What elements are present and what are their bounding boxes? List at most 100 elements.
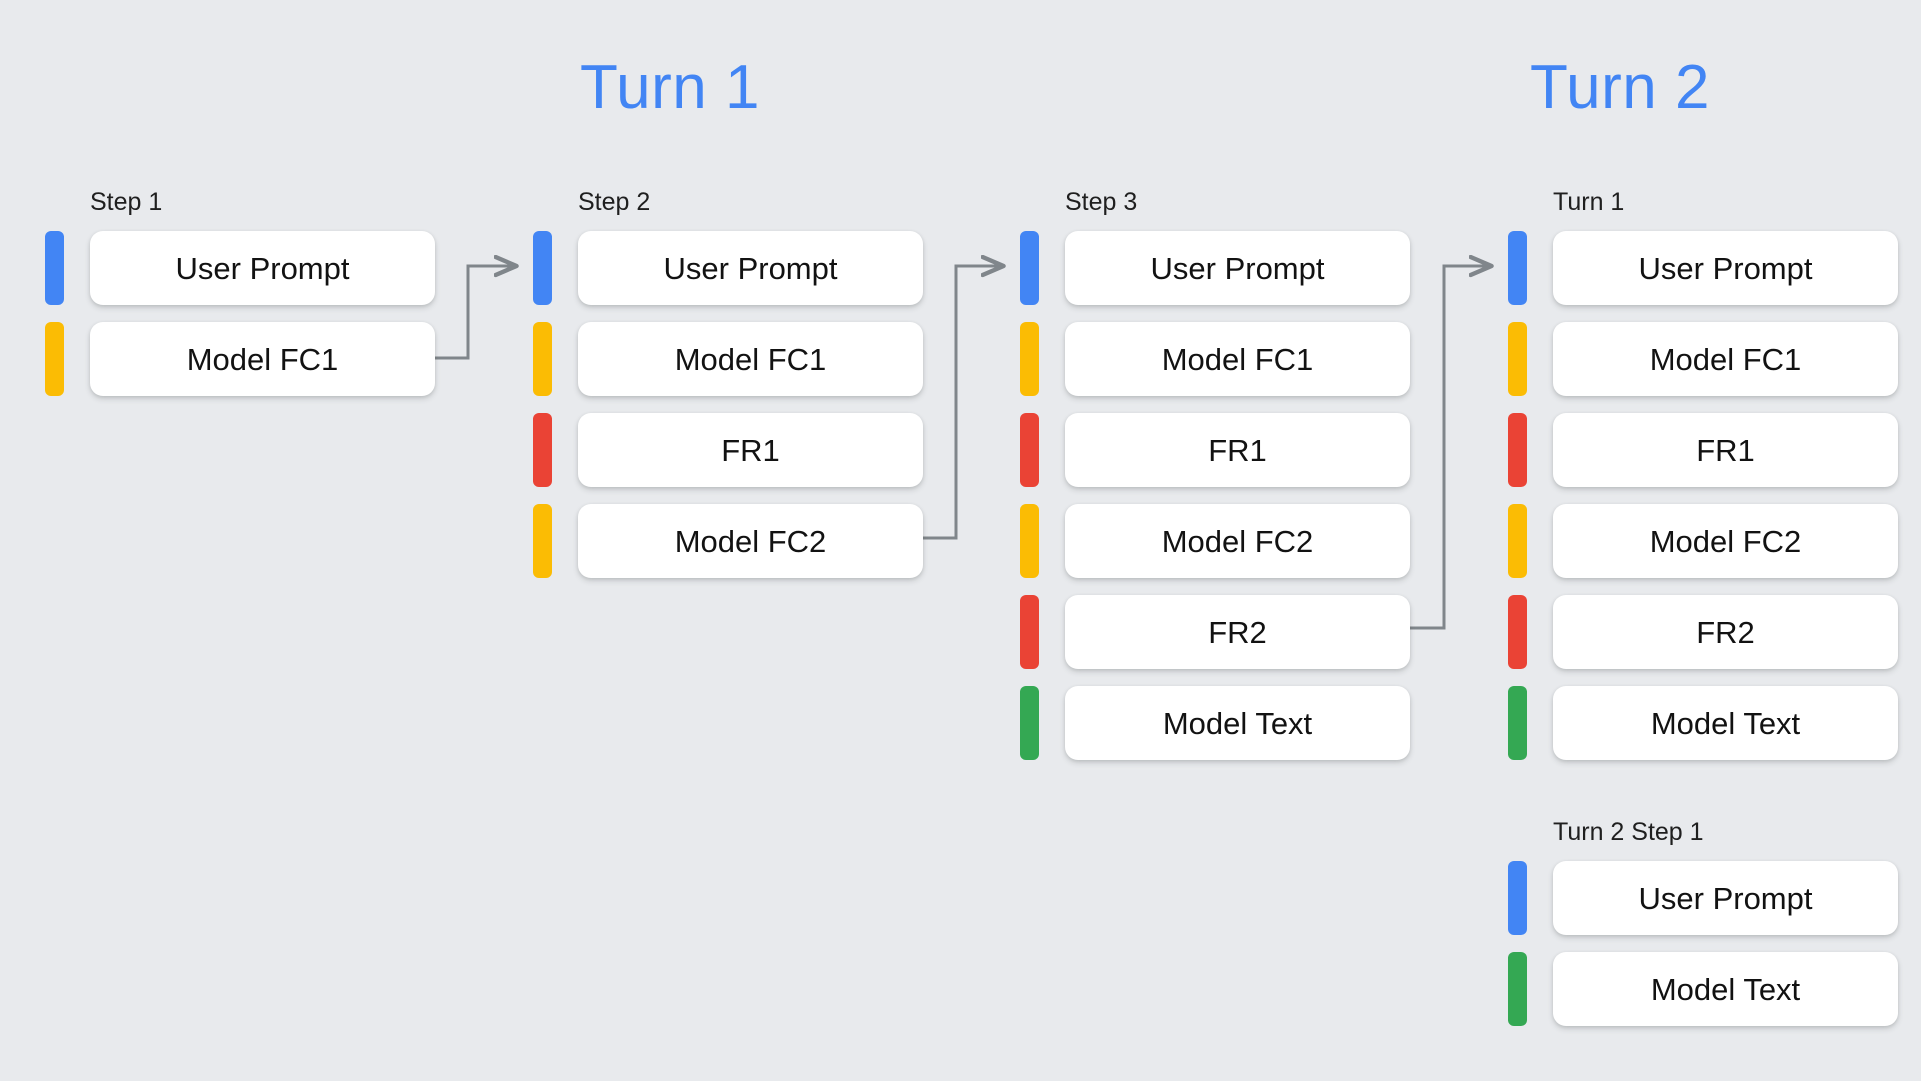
context-card-label: Model Text (1650, 705, 1801, 741)
context-card[interactable]: User Prompt (578, 231, 923, 305)
connector-step3-turn1 (1409, 266, 1491, 630)
context-card[interactable]: Model Text (1065, 686, 1410, 760)
column-label-step-3: Step 3 (1065, 188, 1138, 216)
context-row[interactable]: FR2 (1508, 595, 1898, 669)
context-card-label: FR2 (1208, 614, 1267, 650)
context-card[interactable]: Model FC1 (578, 322, 923, 396)
status-bar-model-function-call (1020, 322, 1039, 396)
column-rows-step-3: User Prompt Model FC1 FR1 Model FC2 (1020, 231, 1410, 760)
context-card[interactable]: Model FC1 (1553, 322, 1898, 396)
context-card[interactable]: Model Text (1553, 686, 1898, 760)
context-row[interactable]: User Prompt (45, 231, 435, 305)
context-row[interactable]: Model FC1 (45, 322, 435, 396)
context-card-label: Model FC2 (1161, 523, 1314, 559)
context-card-label: Model Text (1162, 705, 1313, 741)
status-bar-user-prompt (1020, 231, 1039, 305)
context-row[interactable]: FR1 (1020, 413, 1410, 487)
context-row[interactable]: User Prompt (1020, 231, 1410, 305)
context-card-label: User Prompt (663, 250, 838, 286)
column-label-step-2: Step 2 (578, 188, 651, 216)
status-bar-function-response (1020, 595, 1039, 669)
status-bar-model-text (1020, 686, 1039, 760)
context-card[interactable]: Model FC1 (90, 322, 435, 396)
context-card-label: FR1 (721, 432, 780, 468)
context-row[interactable]: Model Text (1508, 952, 1898, 1026)
context-row[interactable]: FR1 (1508, 413, 1898, 487)
context-card[interactable]: FR2 (1553, 595, 1898, 669)
connector-step1-step2 (434, 266, 516, 360)
status-bar-function-response (533, 413, 552, 487)
context-card-label: Model FC1 (186, 341, 339, 377)
context-card-label: Model FC1 (1649, 341, 1802, 377)
status-bar-function-response (1508, 413, 1527, 487)
context-card-label: User Prompt (1150, 250, 1325, 286)
status-bar-model-function-call (1020, 504, 1039, 578)
status-bar-model-function-call (533, 322, 552, 396)
status-bar-model-text (1508, 686, 1527, 760)
context-card[interactable]: Model FC2 (578, 504, 923, 578)
column-turn-1: Turn 1 User Prompt Model FC1 FR1 (1508, 190, 1898, 760)
column-rows-step-2: User Prompt Model FC1 FR1 Model FC2 (533, 231, 923, 578)
column-step-2: Step 2 User Prompt Model FC1 FR1 (533, 190, 923, 578)
column-label-turn-2-step-1: Turn 2 Step 1 (1553, 818, 1704, 846)
context-card[interactable]: Model Text (1553, 952, 1898, 1026)
context-card-label: FR2 (1696, 614, 1755, 650)
column-step-1: Step 1 User Prompt Model FC1 (45, 190, 435, 396)
status-bar-user-prompt (533, 231, 552, 305)
context-card[interactable]: FR1 (1065, 413, 1410, 487)
status-bar-model-text (1508, 952, 1527, 1026)
context-row[interactable]: FR1 (533, 413, 923, 487)
context-card[interactable]: Model FC2 (1065, 504, 1410, 578)
column-rows-turn-2-step-1: User Prompt Model Text (1508, 861, 1898, 1026)
context-card-label: FR1 (1208, 432, 1267, 468)
context-row[interactable]: Model Text (1020, 686, 1410, 760)
status-bar-model-function-call (1508, 322, 1527, 396)
context-row[interactable]: FR2 (1020, 595, 1410, 669)
context-card-label: Model FC2 (1649, 523, 1802, 559)
context-row[interactable]: User Prompt (533, 231, 923, 305)
context-card[interactable]: User Prompt (1065, 231, 1410, 305)
context-card[interactable]: FR1 (578, 413, 923, 487)
context-row[interactable]: User Prompt (1508, 231, 1898, 305)
column-label-step-1: Step 1 (90, 188, 163, 216)
status-bar-function-response (1020, 413, 1039, 487)
context-row[interactable]: Model Text (1508, 686, 1898, 760)
context-card-label: User Prompt (175, 250, 350, 286)
status-bar-model-function-call (1508, 504, 1527, 578)
context-card-label: Model FC1 (1161, 341, 1314, 377)
context-card[interactable]: User Prompt (90, 231, 435, 305)
context-row[interactable]: Model FC1 (1020, 322, 1410, 396)
turn-1-heading: Turn 1 (580, 53, 760, 122)
connector-step2-step3 (921, 266, 1003, 540)
status-bar-user-prompt (45, 231, 64, 305)
status-bar-function-response (1508, 595, 1527, 669)
context-card[interactable]: User Prompt (1553, 231, 1898, 305)
context-card-label: Model FC1 (674, 341, 827, 377)
column-step-3: Step 3 User Prompt Model FC1 FR1 (1020, 190, 1410, 760)
context-row[interactable]: Model FC1 (533, 322, 923, 396)
status-bar-user-prompt (1508, 861, 1527, 935)
column-rows-step-1: User Prompt Model FC1 (45, 231, 435, 396)
context-card-label: Model FC2 (674, 523, 827, 559)
context-card[interactable]: Model FC2 (1553, 504, 1898, 578)
context-row[interactable]: User Prompt (1508, 861, 1898, 935)
column-rows-turn-1: User Prompt Model FC1 FR1 Model FC2 (1508, 231, 1898, 760)
context-card-label: FR1 (1696, 432, 1755, 468)
column-turn-2-step-1: Turn 2 Step 1 User Prompt Model Text (1508, 820, 1898, 1026)
column-label-turn-1: Turn 1 (1553, 188, 1625, 216)
turn-2-heading: Turn 2 (1530, 53, 1710, 122)
context-card[interactable]: Model FC1 (1065, 322, 1410, 396)
context-card-label: User Prompt (1638, 880, 1813, 916)
status-bar-model-function-call (45, 322, 64, 396)
status-bar-model-function-call (533, 504, 552, 578)
context-card[interactable]: FR1 (1553, 413, 1898, 487)
context-card[interactable]: User Prompt (1553, 861, 1898, 935)
context-card[interactable]: FR2 (1065, 595, 1410, 669)
status-bar-user-prompt (1508, 231, 1527, 305)
context-row[interactable]: Model FC2 (1020, 504, 1410, 578)
context-row[interactable]: Model FC2 (533, 504, 923, 578)
context-row[interactable]: Model FC2 (1508, 504, 1898, 578)
context-card-label: Model Text (1650, 971, 1801, 1007)
context-row[interactable]: Model FC1 (1508, 322, 1898, 396)
